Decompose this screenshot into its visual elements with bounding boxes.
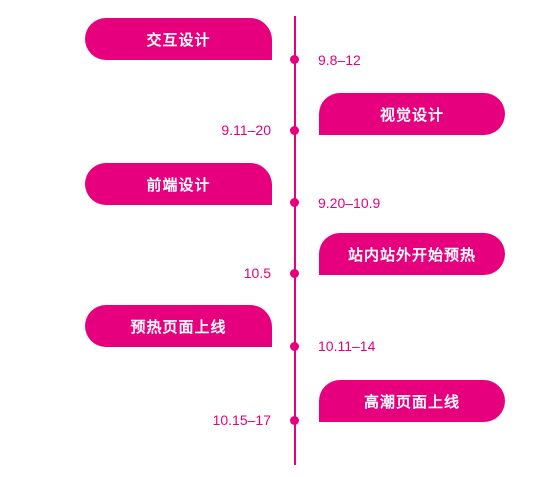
stage-label-visual-design: 视觉设计: [319, 93, 505, 135]
timeline-dot: [290, 55, 299, 64]
timeline-dot: [290, 126, 299, 135]
stage-label-climax-page-launch: 高潮页面上线: [319, 380, 505, 422]
stage-date: 10.5: [243, 265, 271, 281]
stage-date: 10.11–14: [318, 338, 376, 354]
stage-label-frontend-design: 前端设计: [85, 163, 272, 205]
timeline-dot: [290, 198, 299, 207]
stage-date: 9.8–12: [318, 52, 361, 68]
stage-date: 10.15–17: [212, 412, 271, 428]
timeline-axis: [294, 16, 296, 465]
timeline-dot: [290, 342, 299, 351]
stage-label-warmup-start: 站内站外开始预热: [319, 233, 505, 275]
timeline-dot: [290, 269, 299, 278]
stage-date: 9.11–20: [221, 122, 271, 138]
stage-date: 9.20–10.9: [318, 195, 381, 211]
stage-label-warmup-page-launch: 预热页面上线: [85, 305, 272, 347]
timeline-dot: [290, 416, 299, 425]
stage-label-interaction-design: 交互设计: [85, 18, 272, 60]
